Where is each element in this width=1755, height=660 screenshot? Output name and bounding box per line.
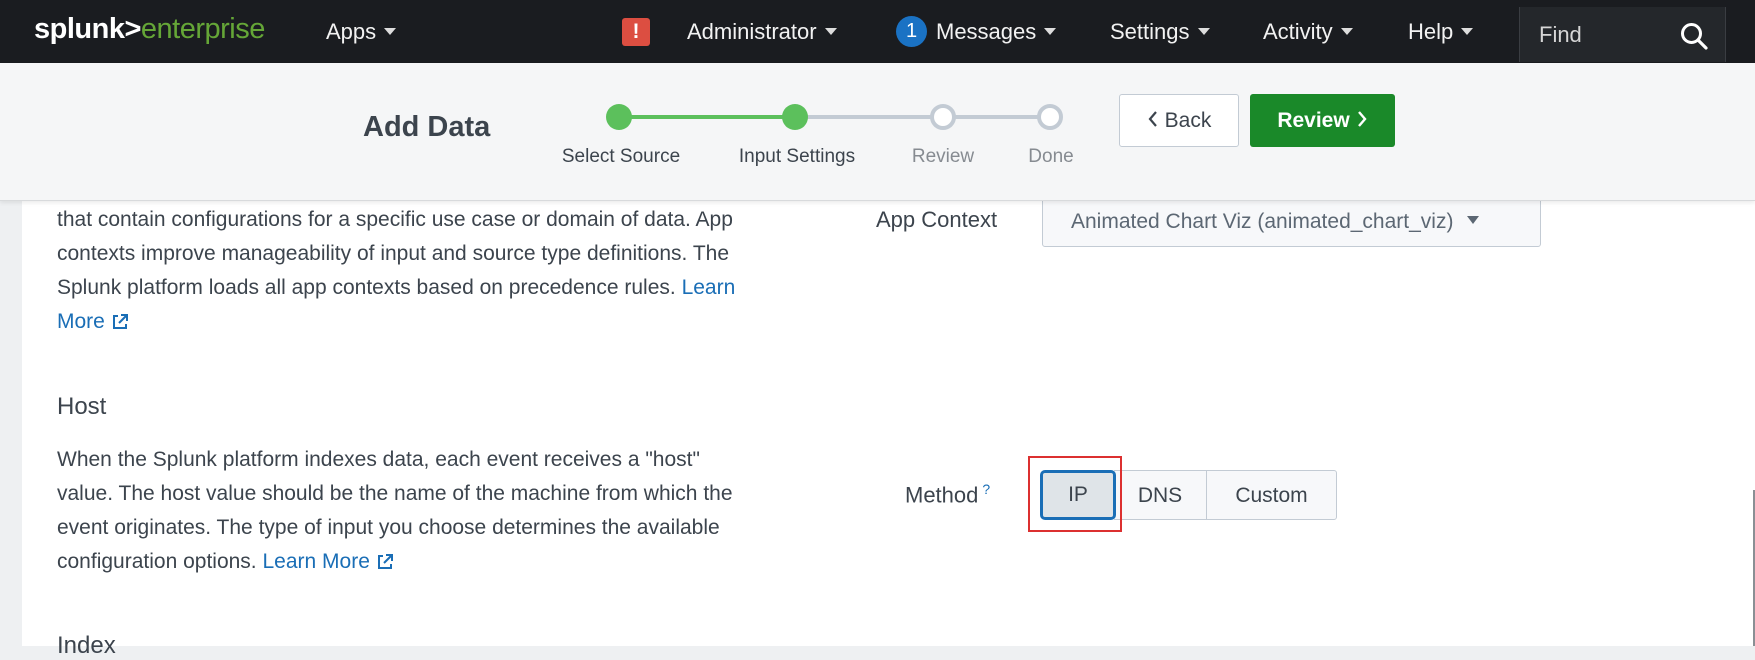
- method-option-dns[interactable]: DNS: [1114, 470, 1207, 520]
- health-alert-icon[interactable]: !: [622, 18, 650, 46]
- step-review-dot: [930, 104, 956, 130]
- scrollbar[interactable]: [1753, 490, 1755, 646]
- find-search-box[interactable]: Find: [1519, 7, 1726, 62]
- learn-more-label: Learn More: [262, 550, 370, 573]
- step-done-dot: [1037, 104, 1063, 130]
- splunk-logo[interactable]: splunk>enterprise: [34, 13, 265, 46]
- help-menu[interactable]: Help: [1408, 19, 1474, 45]
- top-navigation-bar: splunk>enterprise Apps ! Administrator 1…: [0, 0, 1755, 63]
- apps-menu[interactable]: Apps: [326, 19, 397, 45]
- search-icon[interactable]: [1679, 21, 1709, 51]
- wizard-step-track: [606, 104, 1063, 130]
- step-label-input-settings: Input Settings: [738, 146, 856, 167]
- external-link-icon: [377, 554, 393, 570]
- back-button[interactable]: Back: [1119, 94, 1239, 147]
- chevron-left-icon: [1148, 111, 1157, 128]
- host-description: When the Splunk platform indexes data, e…: [57, 443, 757, 579]
- activity-menu[interactable]: Activity: [1263, 19, 1353, 45]
- messages-count-badge[interactable]: 1: [896, 16, 927, 47]
- caret-down-icon: [1044, 27, 1057, 35]
- logo-splunk-text: splunk>: [34, 13, 141, 45]
- administrator-menu-label: Administrator: [687, 19, 817, 44]
- page-title: Add Data: [363, 111, 491, 143]
- index-section-heading: Index: [57, 632, 116, 659]
- review-button-label: Review: [1277, 109, 1350, 132]
- chevron-right-icon: [1357, 111, 1367, 128]
- app-context-selected-value: Animated Chart Viz (animated_chart_viz): [1071, 210, 1454, 233]
- caret-down-icon: [1461, 27, 1474, 35]
- host-description-text: When the Splunk platform indexes data, e…: [57, 448, 733, 573]
- step-label-review: Review: [911, 146, 975, 167]
- app-context-label: App Context: [876, 207, 998, 232]
- host-section-heading: Host: [57, 393, 107, 420]
- external-link-icon: [112, 314, 128, 330]
- activity-menu-label: Activity: [1263, 19, 1333, 44]
- messages-menu[interactable]: Messages: [936, 19, 1057, 45]
- apps-menu-label: Apps: [326, 19, 377, 44]
- app-context-description-text: that contain configurations for a specif…: [57, 208, 733, 299]
- add-data-wizard-header: Add Data Select Source Input Settings Re…: [0, 63, 1755, 201]
- method-help-icon[interactable]: ?: [982, 481, 991, 497]
- step-select-source-dot: [606, 104, 632, 130]
- selection-highlight-box: [1028, 456, 1122, 532]
- review-button[interactable]: Review: [1250, 94, 1395, 147]
- app-context-select[interactable]: Animated Chart Viz (animated_chart_viz): [1042, 197, 1541, 247]
- step-input-settings-dot: [782, 104, 808, 130]
- step-label-done: Done: [1028, 146, 1074, 167]
- app-context-description: that contain configurations for a specif…: [57, 203, 747, 339]
- caret-down-icon: [1340, 27, 1353, 35]
- caret-down-icon: [824, 27, 837, 35]
- caret-down-icon: [1197, 27, 1210, 35]
- method-label-text: Method: [905, 482, 979, 508]
- input-settings-panel: [22, 200, 1755, 646]
- app-context-learn-more-link[interactable]: Learn More: [57, 276, 735, 333]
- caret-down-icon: [1467, 216, 1480, 225]
- help-menu-label: Help: [1408, 19, 1454, 44]
- host-learn-more-link[interactable]: Learn More: [262, 550, 393, 573]
- learn-more-label: Learn More: [57, 276, 736, 333]
- step-label-select-source: Select Source: [561, 146, 681, 167]
- back-button-label: Back: [1164, 109, 1212, 132]
- method-label: Method?: [905, 481, 990, 508]
- method-option-custom[interactable]: Custom: [1206, 470, 1337, 520]
- method-option-ip[interactable]: IP: [1040, 470, 1116, 520]
- logo-enterprise-text: enterprise: [140, 13, 265, 45]
- administrator-menu[interactable]: Administrator: [687, 19, 837, 45]
- settings-menu-label: Settings: [1110, 19, 1190, 44]
- messages-menu-label: Messages: [936, 19, 1037, 44]
- find-placeholder: Find: [1539, 22, 1582, 47]
- settings-menu[interactable]: Settings: [1110, 19, 1210, 45]
- caret-down-icon: [384, 27, 397, 35]
